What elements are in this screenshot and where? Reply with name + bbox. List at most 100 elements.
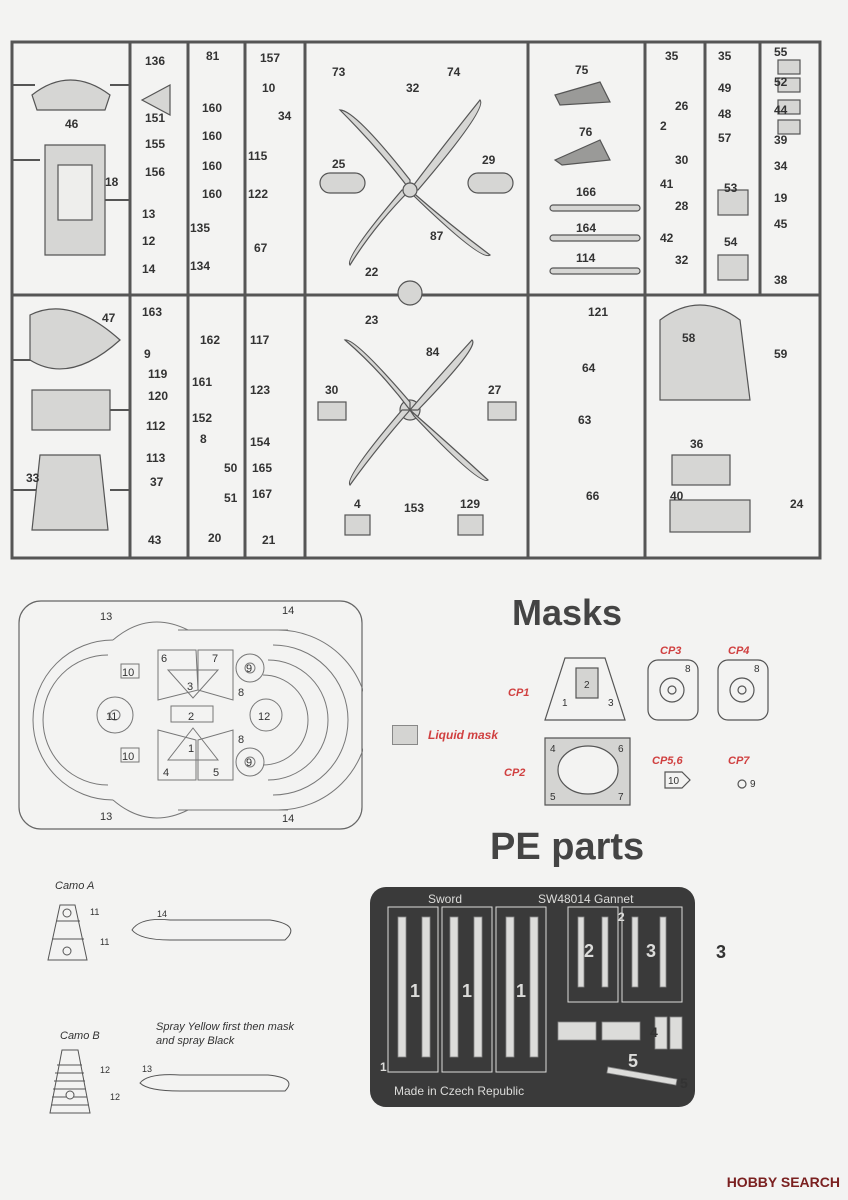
pe-part-label: 4 <box>656 1029 666 1049</box>
part-number: 51 <box>224 491 238 505</box>
fret-maker: Sword <box>428 892 462 906</box>
camo-a-diagram: 11 11 14 <box>47 904 292 961</box>
part-number: 75 <box>575 63 589 77</box>
cp-number: 4 <box>550 744 556 755</box>
part-number: 156 <box>145 165 165 179</box>
camo-number: 11 <box>100 937 109 947</box>
part-number: 52 <box>774 75 788 89</box>
mask-number: 2 <box>188 711 194 723</box>
part-number: 160 <box>202 187 222 201</box>
part-number: 134 <box>190 259 210 273</box>
part-number: 63 <box>578 413 592 427</box>
part-number: 121 <box>588 305 608 319</box>
cp-number: 8 <box>754 664 760 675</box>
cp-number: 6 <box>618 744 624 755</box>
liquid-mask-swatch <box>392 725 418 745</box>
part-number: 37 <box>150 475 164 489</box>
part-number: 35 <box>665 49 679 63</box>
part-number: 8 <box>200 432 207 446</box>
part-number: 165 <box>252 461 272 475</box>
part-number: 163 <box>142 305 162 319</box>
part-number: 66 <box>586 489 600 503</box>
part-number: 28 <box>675 199 689 213</box>
part-number: 33 <box>26 471 40 485</box>
part-number: 87 <box>430 229 444 243</box>
cp-number: 7 <box>618 792 624 803</box>
part-number: 55 <box>774 45 788 59</box>
pe-part-label: 4 <box>650 1024 658 1040</box>
part-number: 136 <box>145 54 165 68</box>
part-number: 115 <box>248 149 268 163</box>
mask-number: 14 <box>282 605 294 617</box>
part-number: 129 <box>460 497 480 511</box>
camo-a-label: Camo A <box>55 880 95 892</box>
part-number: 50 <box>224 461 238 475</box>
part-number: 34 <box>774 159 788 173</box>
part-number: 20 <box>208 531 222 545</box>
part-number: 154 <box>250 435 270 449</box>
part-number: 160 <box>202 159 222 173</box>
part-number: 113 <box>146 451 166 465</box>
fret-footer: Made in Czech Republic <box>394 1084 524 1098</box>
part-number: 35 <box>718 49 732 63</box>
part-number: 44 <box>774 103 788 117</box>
pe-part-label: 3 <box>646 941 656 961</box>
mask-number: 9 <box>246 757 252 769</box>
mask-number: 12 <box>258 711 270 723</box>
liquid-mask-label: Liquid mask <box>428 728 499 742</box>
part-number: 10 <box>262 81 276 95</box>
mask-number: 9 <box>246 663 252 675</box>
pe-part-label: 3 <box>716 942 727 962</box>
cp-number: 8 <box>685 664 691 675</box>
part-number: 59 <box>774 347 788 361</box>
mask-number: 3 <box>187 681 193 693</box>
part-number: 36 <box>690 437 704 451</box>
mask-number: 11 <box>106 711 117 723</box>
part-number: 114 <box>576 251 596 265</box>
part-number: 135 <box>190 221 210 235</box>
camo-note: Spray Yellow first then mask and spray B… <box>156 1021 294 1047</box>
mask-sheet: 13 14 6 7 9 10 3 8 11 2 12 10 1 8 4 5 9 … <box>18 600 363 830</box>
part-number: 23 <box>365 313 379 327</box>
part-number: 13 <box>142 207 156 221</box>
camo-number: 14 <box>157 909 167 919</box>
part-number: 119 <box>148 367 168 381</box>
part-number: 112 <box>146 419 166 433</box>
cp-number: 10 <box>668 776 680 787</box>
part-number: 160 <box>202 129 222 143</box>
part-number: 26 <box>675 99 689 113</box>
part-number: 122 <box>248 187 268 201</box>
part-number: 27 <box>488 383 502 397</box>
cp-label: CP5,6 <box>652 755 683 767</box>
pe-part-label: 2 <box>584 941 594 961</box>
part-number: 117 <box>250 333 270 347</box>
masks-heading: Masks <box>512 592 623 633</box>
part-number: 32 <box>675 253 689 267</box>
part-number: 155 <box>145 137 165 151</box>
mask-number: 14 <box>282 813 294 825</box>
mask-number: 5 <box>213 767 219 779</box>
part-number: 64 <box>582 361 596 375</box>
part-number: 34 <box>278 109 292 123</box>
part-number: 42 <box>660 231 674 245</box>
pe-part-label: 5 <box>680 1075 688 1091</box>
part-number: 54 <box>724 235 738 249</box>
pe-parts-heading: PE parts <box>490 826 645 868</box>
part-number: 38 <box>774 273 788 287</box>
part-number: 49 <box>718 81 732 95</box>
part-number: 32 <box>406 81 420 95</box>
part-number: 160 <box>202 101 222 115</box>
part-number: 2 <box>660 119 667 133</box>
part-number: 29 <box>482 153 496 167</box>
part-number: 25 <box>332 157 346 171</box>
part-number: 151 <box>145 111 165 125</box>
part-number: 21 <box>262 533 276 547</box>
pe-fret: Sword SW48014 Gannet Made in Czech Repub… <box>370 887 695 1107</box>
part-number: 14 <box>142 262 156 276</box>
camo-b-label: Camo B <box>60 1030 100 1042</box>
mask-number: 1 <box>188 743 194 755</box>
mask-number: 8 <box>238 687 244 699</box>
part-number: 40 <box>670 489 684 503</box>
part-number: 45 <box>774 217 788 231</box>
cp-label: CP4 <box>728 645 749 657</box>
